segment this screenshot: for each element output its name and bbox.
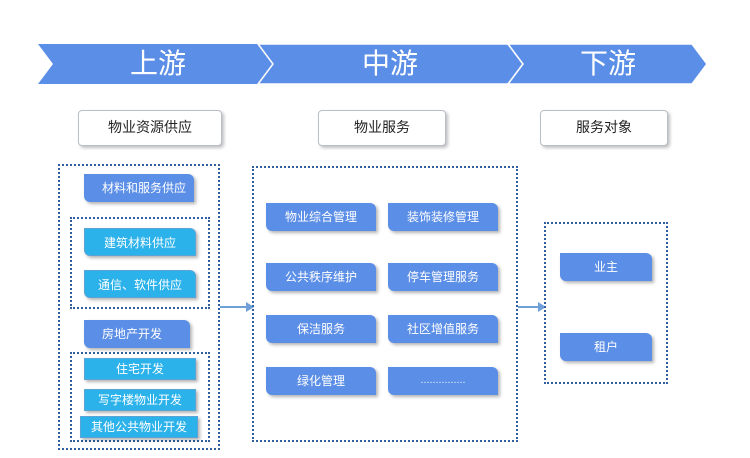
tenant-box: 租户 — [560, 333, 652, 361]
materials-service-supply: 材料和服务供应 — [84, 174, 194, 202]
comprehensive-management: 物业综合管理 — [266, 203, 376, 231]
residential-development: 住宅开发 — [84, 358, 196, 380]
building-materials-supply: 建筑材料供应 — [84, 228, 196, 256]
midstream-group — [252, 166, 518, 442]
header-property-service: 物业服务 — [318, 110, 446, 146]
other-public-development: 其他公共物业开发 — [80, 416, 198, 438]
public-order-maintenance: 公共秩序维护 — [266, 263, 376, 291]
stage-label-midstream: 中游 — [361, 47, 418, 80]
stage-label-upstream: 上游 — [129, 47, 186, 80]
header-resource-supply: 物业资源供应 — [78, 110, 222, 146]
chevron-upstream — [38, 44, 273, 84]
arrow-up-to-mid — [220, 302, 254, 312]
materials-subgroup — [70, 217, 210, 309]
comm-software-supply: 通信、软件供应 — [84, 270, 196, 298]
decoration-management: 装饰装修管理 — [388, 203, 498, 231]
greening-management: 绿化管理 — [266, 367, 376, 395]
community-value-added-service: 社区增值服务 — [388, 315, 498, 343]
real-estate-subgroup — [70, 352, 210, 442]
cleaning-service: 保洁服务 — [266, 315, 376, 343]
more-services: …………… — [388, 367, 498, 395]
real-estate-development: 房地产开发 — [84, 320, 190, 348]
owner-box: 业主 — [560, 253, 652, 281]
stage-label-downstream: 下游 — [579, 47, 636, 80]
downstream-group — [544, 222, 668, 384]
office-development: 写字楼物业开发 — [84, 389, 196, 411]
upstream-group — [58, 164, 220, 450]
header-service-target: 服务对象 — [540, 110, 668, 146]
chevron-downstream — [506, 43, 708, 85]
parking-management: 停车管理服务 — [388, 263, 498, 291]
arrow-mid-to-down — [518, 302, 546, 312]
stage-chevrons — [38, 43, 708, 85]
